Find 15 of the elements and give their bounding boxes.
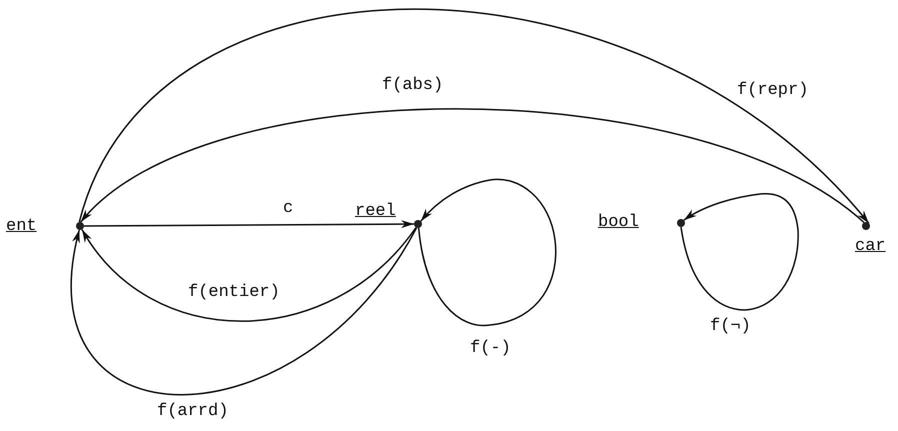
graph-vertex-dot (414, 220, 422, 228)
graph-vertex-dot (76, 222, 84, 230)
arrow (78, 8, 870, 224)
graph-vertex-dot (677, 219, 685, 227)
vertex-label: reel (355, 203, 396, 220)
arrow (81, 227, 417, 322)
graph-vertex-dot (862, 222, 870, 230)
arrow (70, 227, 418, 396)
arrow (680, 193, 799, 311)
vertex-label: car (855, 238, 886, 255)
arrow (418, 178, 556, 326)
arrow (80, 108, 864, 224)
arrow (84, 220, 414, 228)
vertex-label: ent (6, 218, 37, 235)
vertex-label: bool (598, 214, 639, 231)
